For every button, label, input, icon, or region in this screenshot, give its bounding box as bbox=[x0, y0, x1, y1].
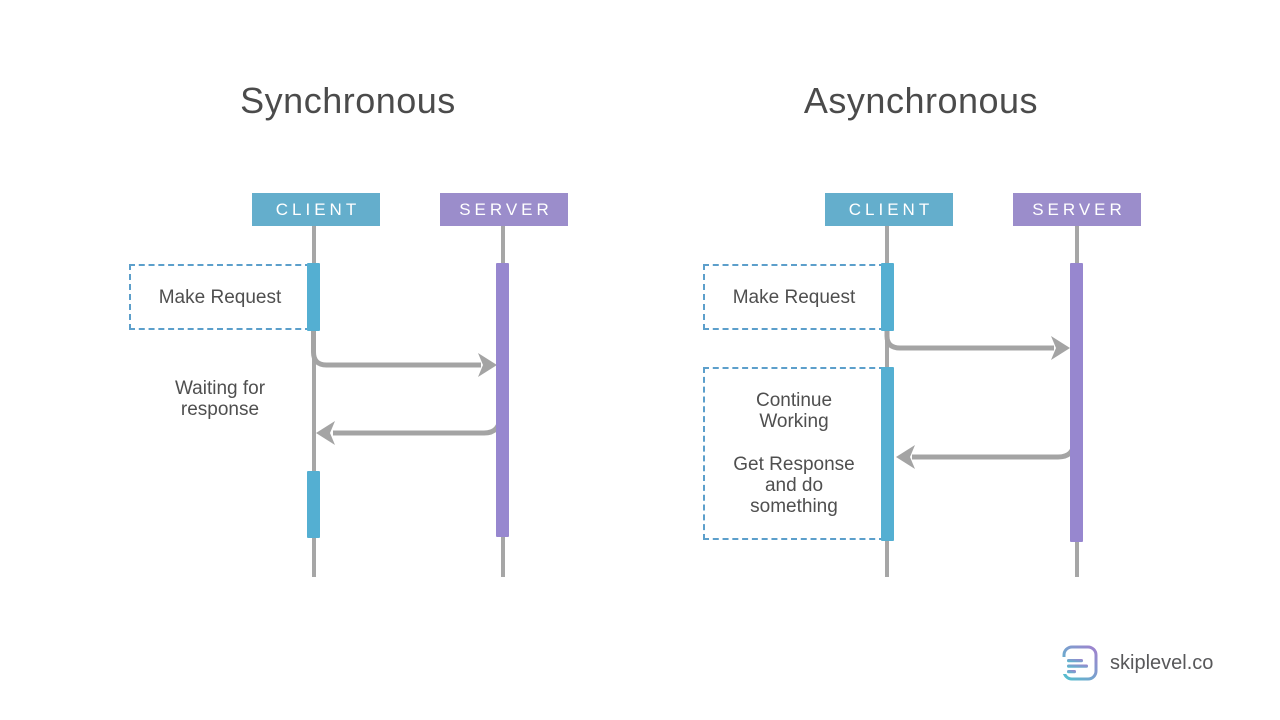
sync-response-arrowhead-icon bbox=[316, 421, 335, 445]
sync-client-lifeline bbox=[311, 226, 316, 577]
text-line: Get Response bbox=[733, 454, 855, 475]
text-line: something bbox=[750, 496, 838, 517]
async-make-request-label: Make Request bbox=[732, 286, 856, 308]
sync-waiting-label: Waiting for response bbox=[130, 378, 310, 420]
async-server-activation-bar bbox=[1070, 263, 1083, 542]
async-response-arrow bbox=[912, 438, 1077, 460]
sync-server-header: SERVER bbox=[440, 193, 568, 226]
skiplevel-logo-icon bbox=[1061, 645, 1098, 681]
sync-make-request-box: Make Request bbox=[129, 264, 311, 330]
text-line: Working bbox=[759, 411, 829, 432]
async-get-response-label: Get Response and do something bbox=[733, 454, 854, 517]
async-request-arrow bbox=[884, 331, 1054, 351]
async-request-arrowhead-icon bbox=[1051, 336, 1070, 360]
sync-client-header: CLIENT bbox=[252, 193, 380, 226]
sync-title: Synchronous bbox=[240, 80, 456, 121]
text-line: response bbox=[180, 399, 260, 420]
brand-footer: skiplevel.co bbox=[1061, 644, 1213, 682]
async-client-header: CLIENT bbox=[825, 193, 953, 226]
async-work-box: Continue Working Get Response and do som… bbox=[703, 367, 885, 540]
async-client-activation-bar-1 bbox=[881, 263, 894, 331]
sync-client-activation-bar-1 bbox=[307, 263, 320, 331]
async-title: Asynchronous bbox=[803, 80, 1039, 121]
text-line: Continue bbox=[755, 390, 833, 411]
sync-request-arrowhead-icon bbox=[478, 353, 497, 377]
sync-request-arrow bbox=[311, 331, 481, 368]
sync-client-activation-bar-2 bbox=[307, 471, 320, 538]
text-line: and do bbox=[764, 475, 824, 496]
async-response-arrowhead-icon bbox=[896, 445, 915, 469]
sync-response-arrow bbox=[333, 410, 503, 436]
text-line: Waiting for bbox=[174, 378, 266, 399]
brand-name: skiplevel.co bbox=[1110, 651, 1214, 674]
sync-server-activation-bar bbox=[496, 263, 509, 537]
async-make-request-box: Make Request bbox=[703, 264, 885, 330]
async-client-activation-bar-2 bbox=[881, 367, 894, 541]
sync-make-request-label: Make Request bbox=[158, 286, 282, 308]
async-continue-working-label: Continue Working bbox=[756, 390, 832, 432]
async-server-header: SERVER bbox=[1013, 193, 1141, 226]
